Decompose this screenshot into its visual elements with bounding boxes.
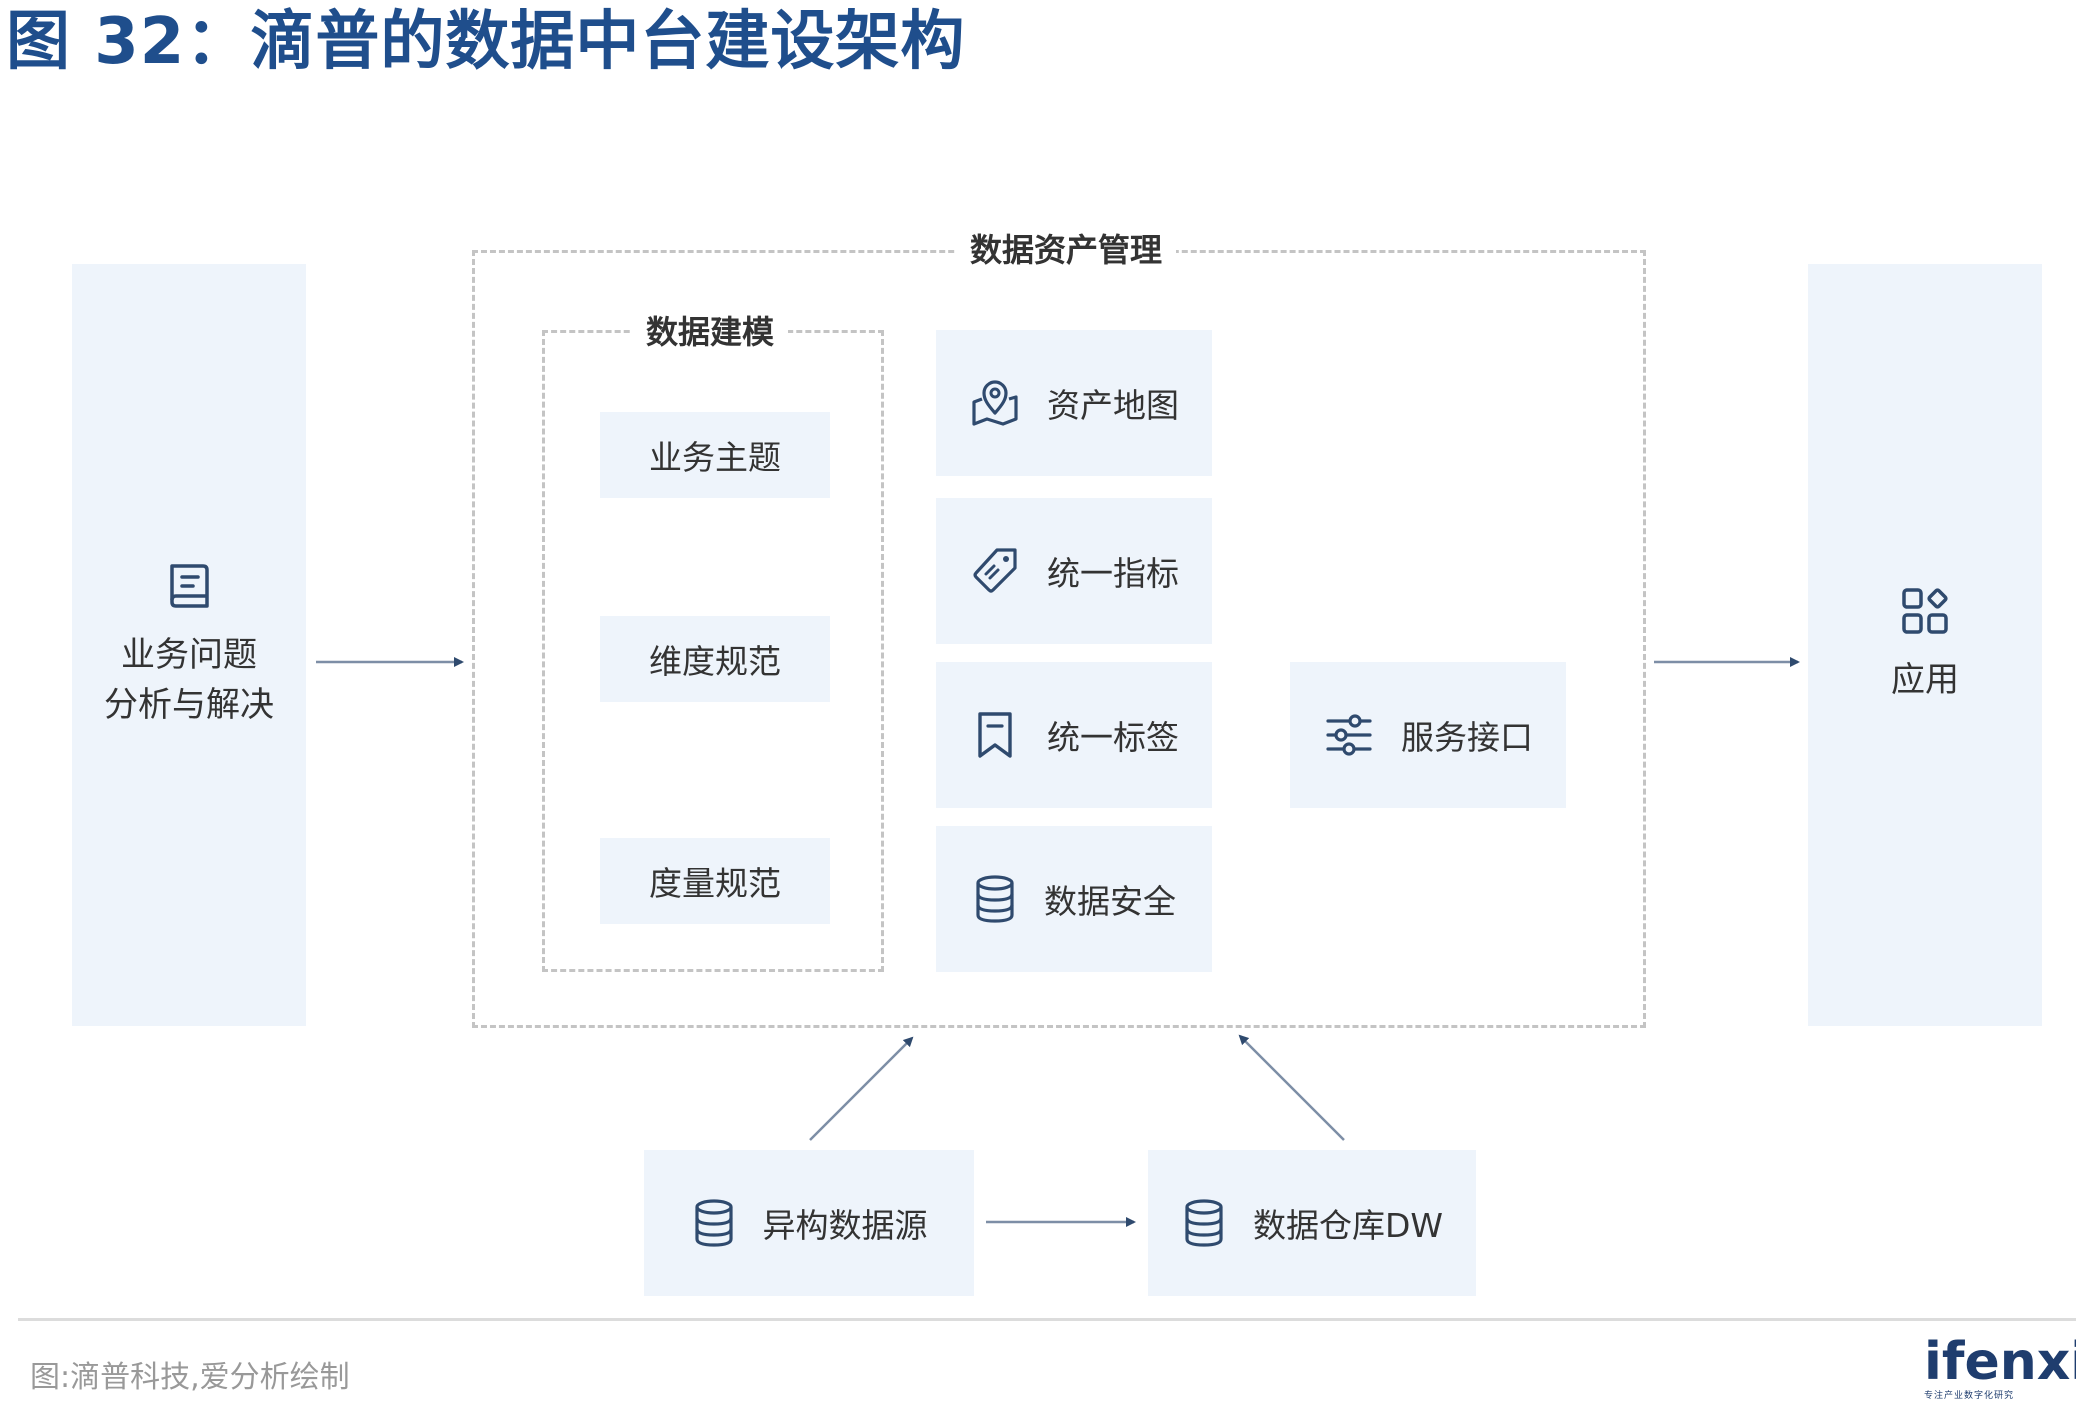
- heterogeneous-source-item: 异构数据源: [644, 1150, 974, 1296]
- source-caption: 图:滴普科技,爱分析绘制: [30, 1360, 350, 1395]
- brand-name: ifenxi: [1924, 1332, 2076, 1392]
- data-modeling-title: 数据建模: [632, 312, 789, 352]
- data-security-label: 数据安全: [1044, 882, 1176, 921]
- data-asset-management-title: 数据资产管理: [956, 230, 1177, 270]
- brand-subtitle: 专注产业数字化研究: [1924, 1391, 2015, 1401]
- business-analysis-line1: 业务问题: [121, 635, 257, 675]
- data-warehouse-label: 数据仓库DW: [1252, 1206, 1444, 1245]
- business-analysis-panel: 业务问题 分析与解决: [72, 264, 306, 1026]
- unified-metrics-label: 统一指标: [1047, 554, 1179, 593]
- dimension-spec-chip: 维度规范: [600, 616, 830, 702]
- business-subject-chip: 业务主题: [600, 412, 830, 498]
- arrow-source-to-assets: [809, 1036, 914, 1141]
- figure-title: 图 32：滴普的数据中台建设架构: [6, 5, 966, 79]
- unified-labels-label: 统一标签: [1047, 718, 1179, 757]
- asset-map-label: 资产地图: [1047, 386, 1179, 425]
- bookmark-icon: [978, 712, 1012, 758]
- apps-grid-icon: [1902, 588, 1948, 634]
- database-icon: [1185, 1199, 1223, 1247]
- unified-labels-item: 统一标签: [936, 662, 1212, 808]
- heterogeneous-source-label: 异构数据源: [762, 1206, 928, 1245]
- data-warehouse-item: 数据仓库DW: [1148, 1150, 1476, 1296]
- sliders-icon: [1326, 714, 1372, 756]
- asset-map-item: 资产地图: [936, 330, 1212, 476]
- database-icon: [976, 875, 1014, 923]
- book-icon: [170, 564, 209, 608]
- database-icon: [694, 1199, 733, 1247]
- unified-metrics-item: 统一指标: [936, 498, 1212, 644]
- business-analysis-line2: 分析与解决: [104, 685, 274, 725]
- footer-divider: [18, 1318, 2076, 1321]
- measure-spec-chip: 度量规范: [600, 838, 830, 924]
- application-label: 应用: [1891, 660, 1959, 700]
- map-pin-icon: [972, 380, 1018, 426]
- service-interface-item: 服务接口: [1290, 662, 1566, 808]
- application-panel: 应用: [1808, 264, 2042, 1026]
- tag-icon: [973, 548, 1017, 593]
- ifenxi-logo: ifenxi 专注产业数字化研究: [1924, 1332, 2076, 1406]
- service-interface-label: 服务接口: [1401, 718, 1533, 757]
- arrow-warehouse-to-assets: [1238, 1034, 1345, 1141]
- data-security-item: 数据安全: [936, 826, 1212, 972]
